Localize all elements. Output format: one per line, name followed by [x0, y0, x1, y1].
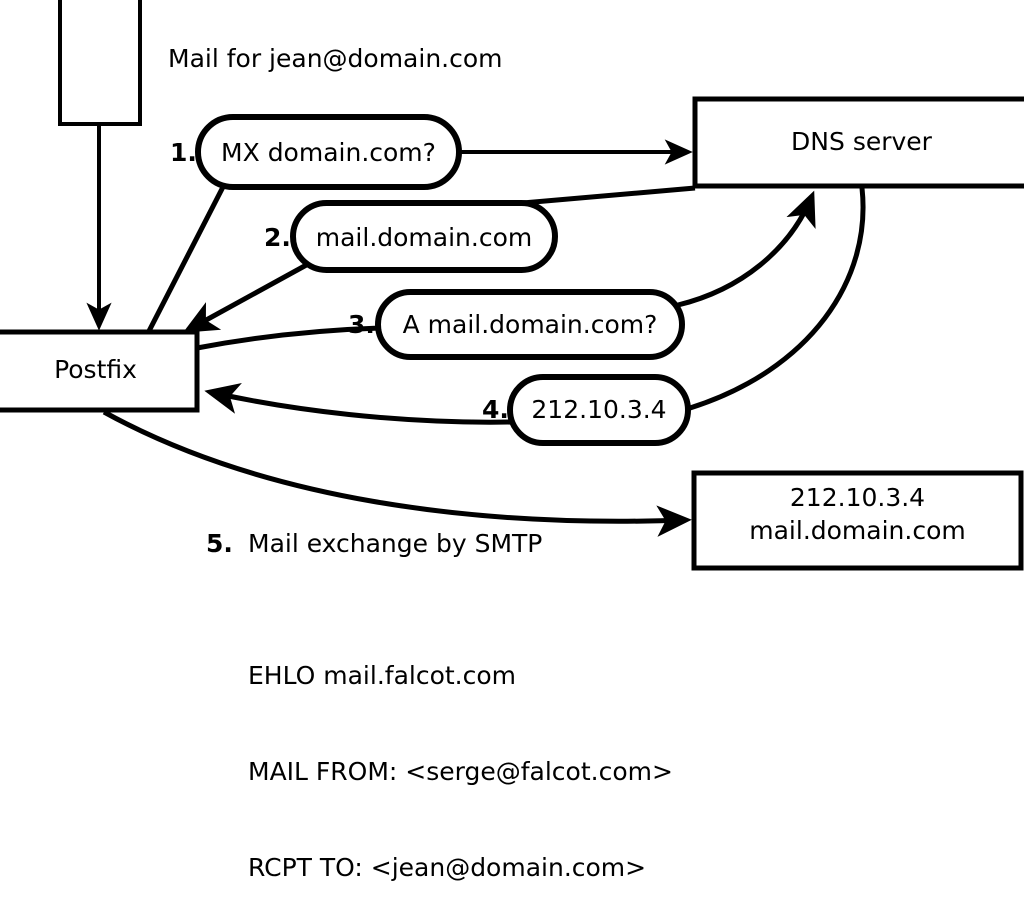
step-2-number: 2. — [264, 223, 291, 252]
node-dns-server-box — [692, 96, 1024, 189]
transcript-line: RCPT TO: <jean@domain.com> — [248, 853, 647, 882]
step-3-number: 3. — [348, 310, 375, 339]
transcript-line: MAIL FROM: <serge@falcot.com> — [248, 757, 673, 786]
node-target-server-box — [691, 470, 1024, 571]
smtp-transcript: EHLO mail.falcot.com MAIL FROM: <serge@f… — [248, 596, 673, 919]
node-sender-box — [58, 0, 142, 126]
connector-step2-to-postfix — [182, 260, 312, 333]
step-5-number: 5. — [206, 529, 233, 558]
dns-server-label: DNS server — [791, 127, 932, 156]
mail-for-note: Mail for jean@domain.com — [168, 44, 503, 73]
connector-step5-to-target — [102, 409, 692, 537]
connector-step3-leader — [196, 325, 381, 351]
connector-step1-leader — [145, 183, 227, 335]
connector-step4-dns-leader — [689, 187, 866, 411]
step-4-label: 212.10.3.4 — [531, 395, 667, 424]
node-postfix-box — [0, 329, 200, 413]
target-server-line1: 212.10.3.4 — [789, 483, 926, 512]
target-server-line2: mail.domain.com — [749, 516, 966, 545]
step-3-label: A mail.domain.com? — [402, 310, 658, 339]
step-5-label: Mail exchange by SMTP — [248, 529, 543, 558]
postfix-label: Postfix — [54, 355, 137, 384]
connector-step4-to-postfix — [204, 383, 513, 425]
transcript-line: EHLO mail.falcot.com — [248, 661, 517, 690]
step-1-label: MX domain.com? — [221, 138, 436, 167]
bubble-step-2 — [290, 200, 558, 273]
bubble-step-4 — [507, 374, 691, 446]
step-2-label: mail.domain.com — [315, 223, 533, 252]
step-1-number: 1. — [170, 138, 197, 167]
bubble-step-1 — [195, 114, 462, 190]
step-4-number: 4. — [482, 395, 509, 424]
bubble-step-3 — [375, 289, 685, 360]
connector-step3-to-dns — [677, 190, 816, 308]
